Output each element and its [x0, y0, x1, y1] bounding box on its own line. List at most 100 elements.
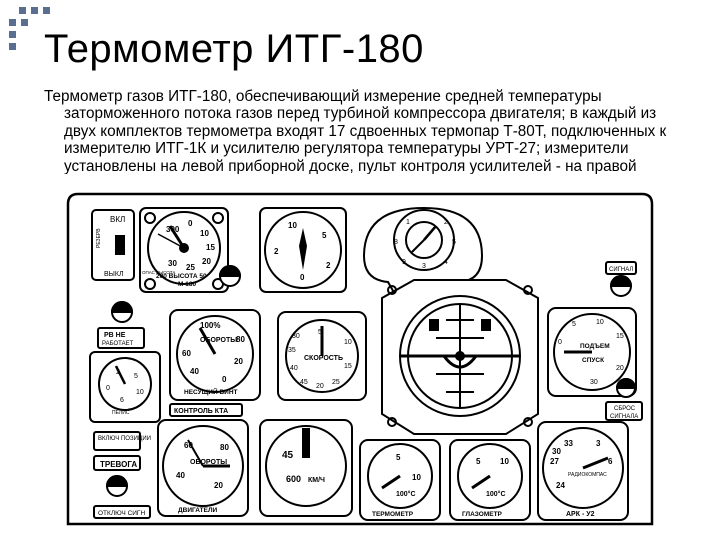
ark-tick-6: 6	[608, 457, 613, 466]
lsg-tick-10: 10	[136, 389, 144, 396]
reset-line2: СИГНАЛА	[610, 414, 638, 420]
radio-compass-gauge: 33 3 6 27 30 24 РАДИОКОМПАС АРК - У2	[537, 421, 629, 521]
tl-tick-100: 100°C	[396, 490, 416, 498]
tl-footer: ТЕРМОМЕТР	[372, 511, 414, 518]
ark-tick-33: 33	[564, 439, 573, 448]
signal-off-button[interactable]: ОТКЛЮЧ СИГН	[93, 505, 151, 519]
engine-rpm-gauge: 60 80 40 20 ОБОРОТЫ ДВИГАТЕЛИ	[157, 419, 249, 517]
alt-tick-300: 300	[166, 225, 180, 234]
panel-frame	[66, 192, 654, 526]
speed-tick-5: 5	[318, 329, 322, 336]
vsi-tick-0: 0	[558, 339, 562, 346]
lsg-tick-5: 5	[134, 373, 138, 380]
vsi-tick-5: 5	[572, 321, 576, 328]
lsg-tick-2: 2	[116, 369, 120, 376]
tr-tick-5: 5	[476, 457, 481, 466]
speed-tick-40: 40	[290, 365, 298, 372]
speed-tick-15: 15	[344, 363, 352, 370]
alt-tick-15: 15	[206, 243, 215, 252]
ark-tick-3: 3	[596, 439, 601, 448]
lsg-label: ПЕЛИС	[112, 410, 130, 416]
eng-tick-40: 40	[176, 471, 185, 480]
alarm-label: ТРЕВОГА	[100, 460, 137, 469]
clock-tick-5: 5	[452, 239, 456, 246]
rotor-tick-0: 0	[222, 375, 227, 384]
vsi-tick-10: 10	[596, 319, 604, 326]
att-tick-2b: 2	[326, 261, 331, 270]
reset-signal-button[interactable]: СБРОС СИГНАЛА	[605, 378, 643, 421]
corner-decoration	[0, 0, 60, 60]
instrument-panel-diagram: ВКЛ ВЫКЛ РЕЗЕРВ 300 0 10 15 20 25 30 200…	[66, 192, 654, 526]
speed-label: СКОРОСТЬ	[304, 355, 343, 362]
rotor-label: ОБОРОТЫ	[200, 337, 237, 344]
vertical-speed-gauge: ПОДЪЕМ СПУСК 0 5 10 15 20 30	[547, 307, 637, 397]
signal-label: СИГНАЛ	[609, 267, 633, 273]
speed-tick-25: 25	[332, 379, 340, 386]
position-warning: ВКЛЮЧ ПОЗИЦИИ	[93, 431, 151, 451]
alt-tick-10: 10	[200, 229, 209, 238]
ark-label: РАДИОКОМПАС	[568, 472, 607, 478]
lsg-tick-0: 0	[106, 385, 110, 392]
tr-tick-10: 10	[500, 457, 509, 466]
eng-tick-80: 80	[220, 443, 229, 452]
torque-gauge: 45 600 КМ/Ч	[259, 419, 353, 517]
switch-off-label: ВЫКЛ	[104, 271, 124, 278]
eng-footer: ДВИГАТЕЛИ	[178, 507, 218, 514]
kta-label: КОНТРОЛЬ КТА	[174, 408, 228, 415]
airspeed-gauge: СКОРОСТЬ 5 30 35 40 45 20 25 10 15	[277, 311, 367, 401]
speed-tick-45: 45	[300, 379, 308, 386]
rotor-tick-40: 40	[190, 367, 199, 376]
alt-tick-25: 25	[186, 263, 195, 272]
tl-tick-5: 5	[396, 453, 401, 462]
tl-tick-10: 10	[412, 473, 421, 482]
torque-tick-45: 45	[282, 450, 294, 461]
switch-on-label: ВКЛ	[110, 215, 125, 224]
eng-tick-20: 20	[214, 481, 223, 490]
att-tick-0: 0	[300, 273, 305, 282]
altitude-gauge: 300 0 10 15 20 25 30 200 ВЫСОТА 50 М 180…	[139, 207, 229, 293]
rv-line1: РВ НЕ	[104, 332, 126, 339]
slide-title: Термометр ИТГ-180	[44, 27, 424, 71]
warning-lamps	[110, 265, 242, 323]
ark-footer: АРК - У2	[566, 511, 595, 518]
left-small-gauge: 2 5 0 6 10 ПЕЛИС	[89, 351, 161, 423]
eng-label: ОБОРОТЫ	[190, 459, 227, 466]
alt-unit: М 180	[178, 281, 196, 288]
vsi-tick-30: 30	[590, 379, 598, 386]
speed-tick-20: 20	[316, 383, 324, 390]
artificial-horizon	[381, 279, 539, 435]
body-paragraph: Термометр газов ИТГ-180, обеспечивающий …	[44, 88, 667, 174]
att-tick-5: 5	[322, 231, 327, 240]
rv-warning: РВ НЕ РАБОТАЕТ	[97, 327, 145, 349]
clock-tick-8: 8	[394, 239, 398, 246]
vsi-top: ПОДЪЕМ	[580, 343, 610, 350]
vsi-tick-20: 20	[616, 365, 624, 372]
clock-tick-2: 2	[444, 219, 448, 226]
clock-gauge: 1 2 5 8 9 4 3	[362, 206, 484, 297]
clock-tick-3: 3	[422, 263, 426, 270]
power-switch[interactable]: ВКЛ ВЫКЛ РЕЗЕРВ	[91, 209, 135, 281]
reset-line1: СБРОС	[614, 406, 636, 412]
tr-tick-100: 100°C	[486, 490, 506, 498]
vsi-tick-15: 15	[616, 333, 624, 340]
speed-tick-30: 30	[292, 333, 300, 340]
rotor-tick-20: 20	[234, 357, 243, 366]
alt-tick-0: 0	[188, 219, 193, 228]
rotor-footer: НЕСУЩИЙ ВИНТ	[184, 387, 238, 396]
lsg-tick-6: 6	[120, 397, 124, 404]
signal-button[interactable]: СИГНАЛ	[605, 261, 637, 297]
alarm-indicator: ТРЕВОГА	[93, 455, 141, 497]
rotor-top: 100%	[200, 321, 220, 330]
speed-tick-10: 10	[344, 339, 352, 346]
alt-tick-30: 30	[168, 259, 177, 268]
ark-tick-30: 30	[552, 447, 561, 456]
signal-off-label: ОТКЛЮЧ СИГН	[98, 510, 145, 517]
rotor-rpm-gauge: 100% ОБОРОТЫ 60 80 40 20 0 НЕСУЩИЙ ВИНТ	[169, 309, 261, 401]
speed-tick-35: 35	[288, 347, 296, 354]
rotor-tick-60: 60	[182, 349, 191, 358]
thermometer-gauge-left: 5 10 100°C ТЕРМОМЕТР	[359, 439, 441, 521]
clock-tick-1: 1	[406, 219, 410, 226]
ark-tick-24: 24	[556, 481, 565, 490]
att-tick-2: 2	[274, 247, 279, 256]
alt-footer: 200 ВЫСОТА 50	[156, 273, 207, 280]
